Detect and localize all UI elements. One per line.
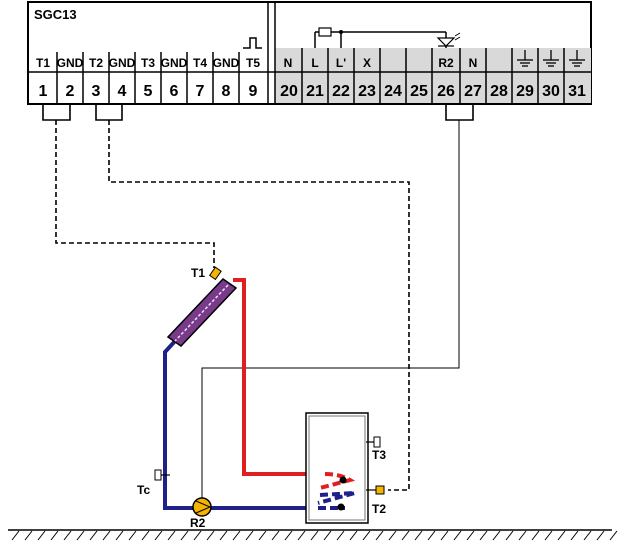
terminal-number: 28	[490, 83, 508, 100]
port-label-n: N	[469, 56, 478, 70]
ground-icon	[517, 50, 533, 67]
tc-sensor-icon	[154, 469, 170, 481]
pulse-signal-icon	[243, 37, 262, 49]
port-label-r2: R2	[438, 56, 454, 70]
storage-tank	[305, 412, 369, 524]
heat-exchanger-coil	[317, 472, 356, 511]
terminal-number: 8	[222, 83, 231, 100]
terminal-number: 9	[249, 83, 258, 100]
fuse-icon	[314, 27, 446, 48]
terminal-number: 23	[358, 83, 376, 100]
triac-relay-icon	[436, 32, 461, 48]
t1-sensor-icon	[208, 266, 222, 281]
pump-icon	[192, 497, 212, 517]
t1-sensor-wire	[55, 120, 215, 268]
terminal-number: 7	[196, 83, 205, 100]
port-label-l-prime: L'	[336, 56, 346, 70]
tank-upper-sensor-label: T3	[372, 448, 386, 462]
terminal-number: 1	[39, 83, 48, 100]
terminal-number: 6	[170, 83, 179, 100]
port-label-t4: T4	[193, 56, 207, 70]
pump-power-wire	[201, 120, 460, 505]
controller-terminal-block: SGC13 T1 GND T2 GND T3 GND T4 GND T5	[27, 1, 592, 105]
t2-sensor-wire	[108, 120, 410, 491]
terminal-number: 25	[410, 83, 428, 100]
terminal-number: 31	[568, 83, 586, 100]
solar-collector	[166, 278, 238, 347]
terminal-number: 4	[118, 83, 127, 100]
tank-lower-sensor-label: T2	[372, 502, 386, 516]
port-label-t5: T5	[246, 56, 260, 70]
controller-model-label: SGC13	[34, 7, 77, 22]
port-label-gnd: GND	[57, 56, 84, 70]
ground-icon	[543, 50, 559, 67]
port-label-t3: T3	[141, 56, 155, 70]
port-label-gnd: GND	[213, 56, 240, 70]
t2-sensor-icon	[366, 485, 385, 495]
port-label-t1: T1	[36, 56, 50, 70]
port-label-gnd: GND	[109, 56, 136, 70]
port-label-x: X	[363, 56, 371, 70]
port-label-t2: T2	[89, 56, 103, 70]
cold-return-pipe	[163, 338, 326, 510]
terminal-number: 2	[66, 83, 75, 100]
terminal-number: 3	[92, 83, 101, 100]
collector-sensor-label: T1	[191, 266, 205, 280]
hot-supply-pipe	[233, 278, 325, 476]
terminal-number: 27	[464, 83, 482, 100]
sensor-wires	[55, 120, 410, 491]
terminal-number: 24	[384, 83, 402, 100]
ground-icon	[569, 50, 585, 67]
terminal-number: 5	[144, 83, 153, 100]
ground-icons	[517, 50, 585, 67]
terminal-number: 30	[542, 83, 560, 100]
terminal-number: 26	[437, 83, 455, 100]
port-label-gnd: GND	[161, 56, 188, 70]
t3-sensor-icon	[366, 436, 381, 448]
terminal-number: 20	[280, 83, 298, 100]
pump-label: R2	[190, 516, 206, 530]
return-sensor-label: Tc	[137, 483, 150, 497]
terminal-number: 21	[306, 83, 324, 100]
port-label-n: N	[284, 56, 293, 70]
terminal-number: 22	[332, 83, 350, 100]
connector-brackets	[42, 104, 474, 121]
ground-surface	[8, 529, 618, 541]
port-label-l: L	[311, 56, 318, 70]
terminal-number: 29	[516, 83, 534, 100]
